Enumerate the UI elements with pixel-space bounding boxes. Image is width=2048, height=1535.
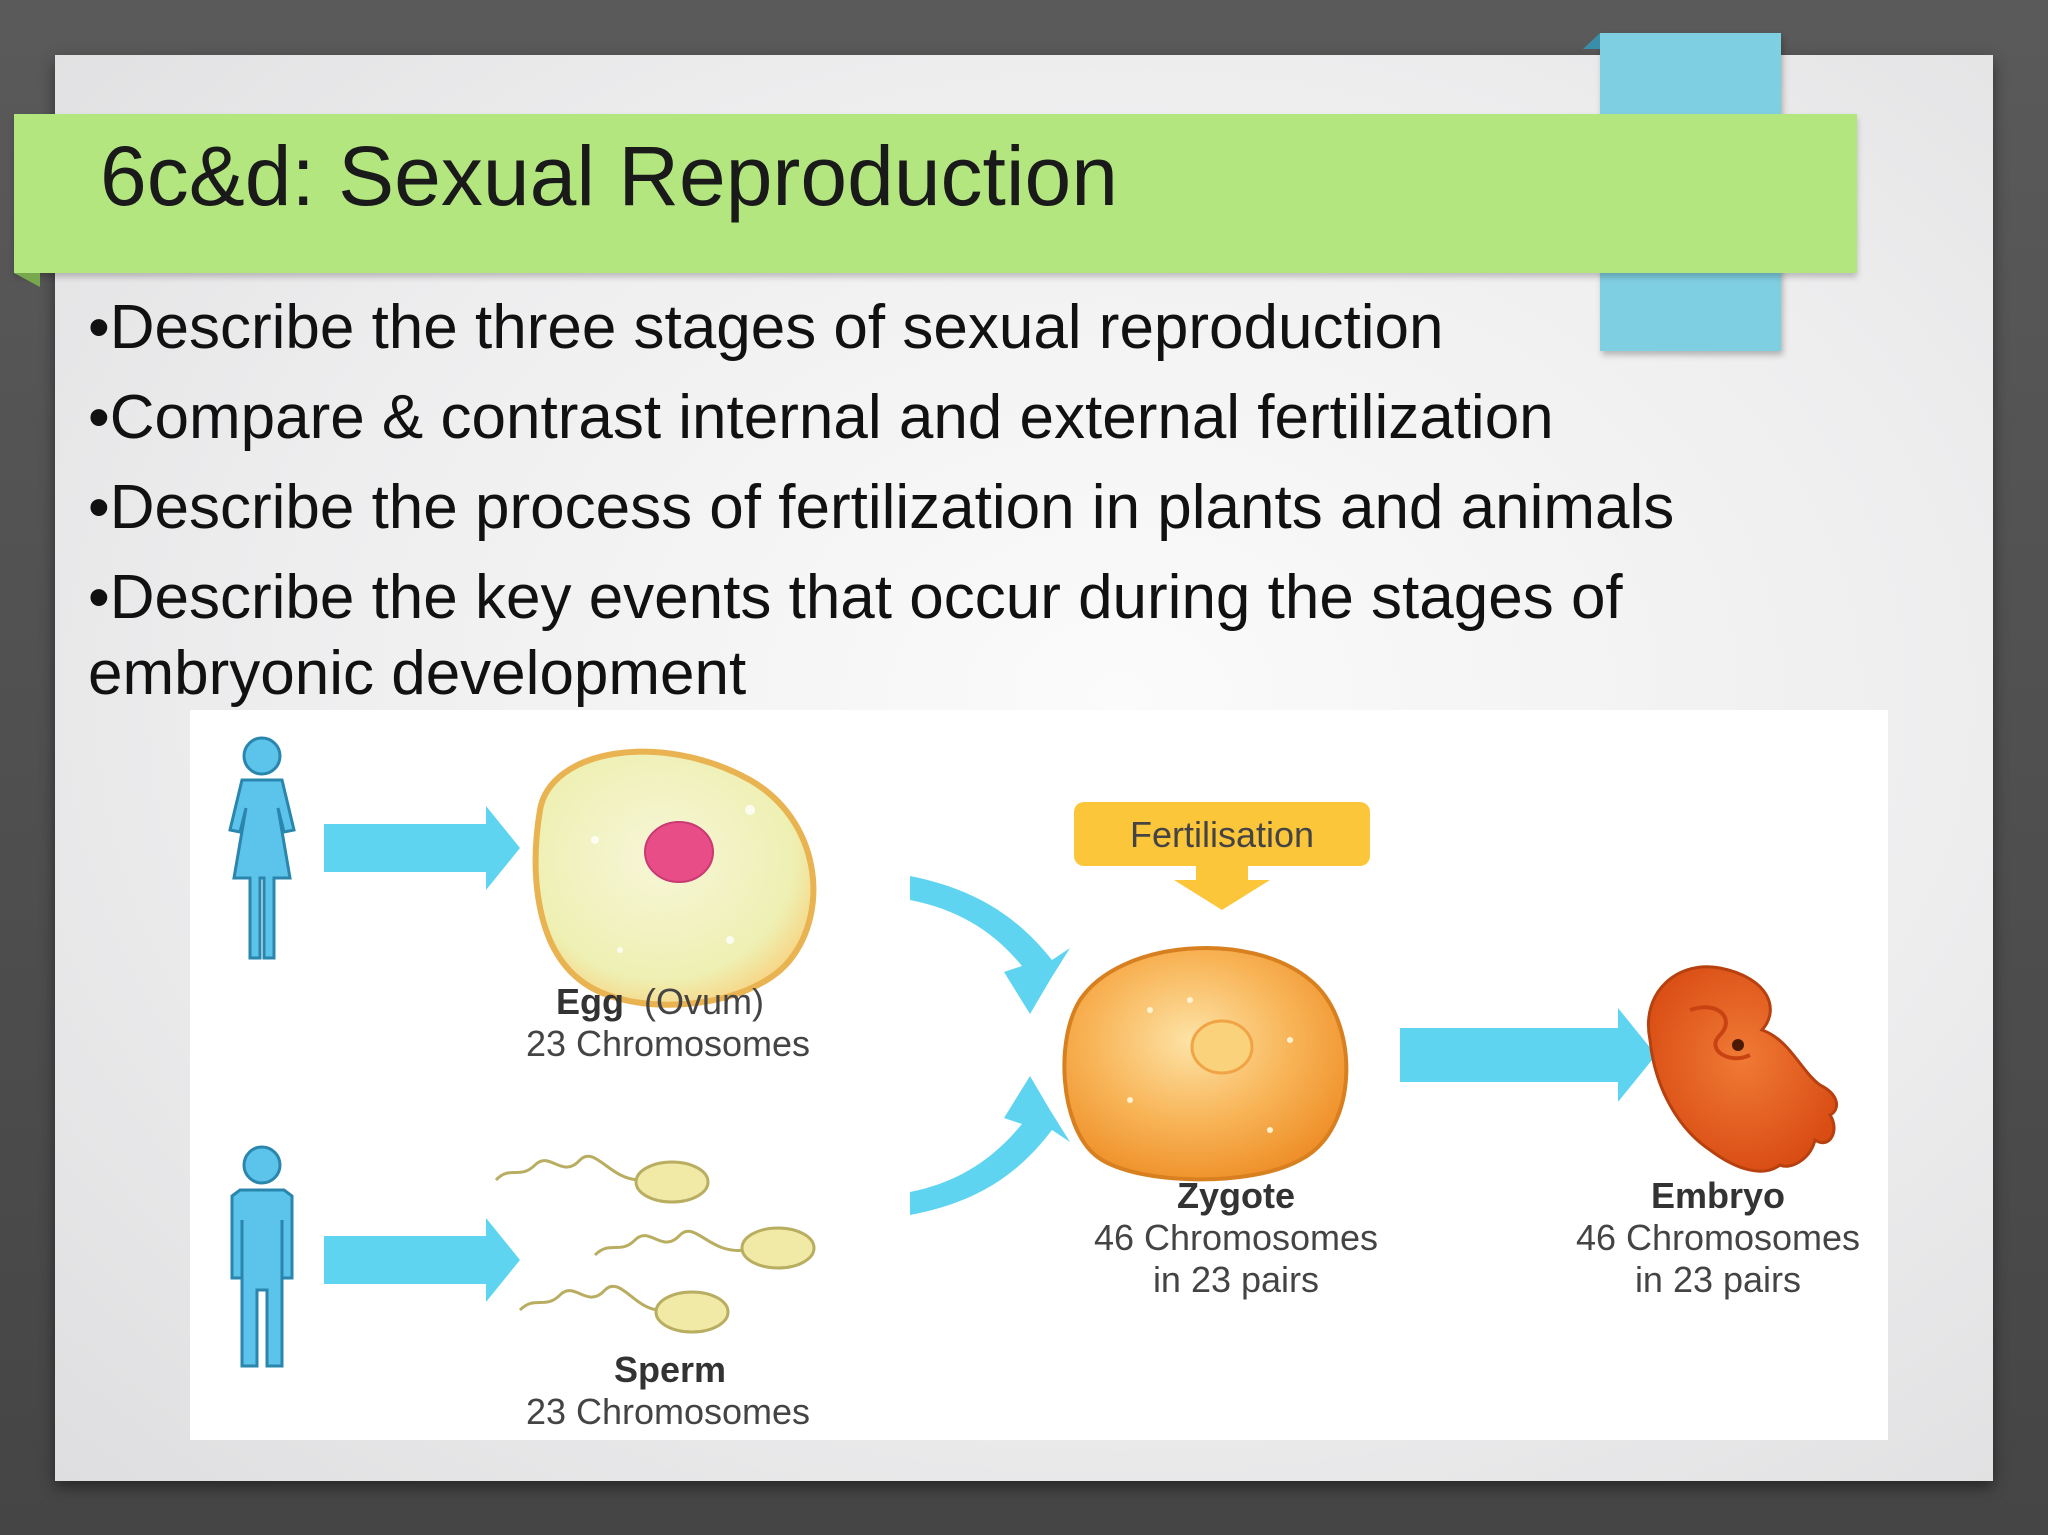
embryo-chromosomes: 46 Chromosomes (1576, 1217, 1860, 1258)
sperm-chromosomes: 23 Chromosomes (526, 1391, 810, 1432)
bullet-list: •Describe the three stages of sexual rep… (88, 290, 1848, 712)
title-band-fold (14, 273, 40, 287)
bullet-item: •Describe the process of fertilization i… (88, 473, 1675, 542)
arrow-male-to-sperm (324, 1218, 520, 1302)
bullet-item: •Describe the key events that occur duri… (88, 563, 1623, 708)
zygote-pairs: in 23 pairs (1153, 1259, 1319, 1300)
arrow-egg-to-zygote (910, 876, 1070, 1014)
fertilisation-callout: Fertilisation (1074, 802, 1370, 910)
zygote-chromosomes: 46 Chromosomes (1094, 1217, 1378, 1258)
embryo-pairs: in 23 pairs (1635, 1259, 1801, 1300)
egg-alt-name: (Ovum) (644, 981, 764, 1022)
embryo-name: Embryo (1651, 1175, 1785, 1216)
arrow-female-to-egg (324, 806, 520, 890)
embryo-shape (1647, 965, 1839, 1173)
egg-label: Egg (Ovum) (556, 981, 764, 1022)
zygote-cell (1062, 946, 1349, 1182)
bullet-item: •Describe the three stages of sexual rep… (88, 293, 1444, 362)
title-band (14, 114, 1857, 273)
sperm-name: Sperm (614, 1349, 726, 1390)
female-icon (228, 736, 296, 960)
diagram-canvas: Fertilisation Egg (Ovum) 23 Chromosomes … (228, 736, 1860, 1432)
sperm-cells (494, 1154, 816, 1334)
arrow-sperm-to-zygote (910, 1076, 1070, 1215)
egg-cell (532, 748, 817, 1008)
egg-name: Egg (556, 981, 624, 1022)
egg-chromosomes: 23 Chromosomes (526, 1023, 810, 1064)
fertilisation-label: Fertilisation (1130, 814, 1314, 855)
male-icon (230, 1145, 294, 1368)
arrow-zygote-to-embryo (1400, 1008, 1656, 1102)
accent-fold (1583, 33, 1600, 49)
bullet-item: •Compare & contrast internal and externa… (88, 383, 1554, 452)
slide-title: 6c&d: Sexual Reproduction (100, 129, 1118, 223)
reproduction-diagram: Fertilisation Egg (Ovum) 23 Chromosomes … (190, 710, 1888, 1440)
zygote-name: Zygote (1177, 1175, 1295, 1216)
